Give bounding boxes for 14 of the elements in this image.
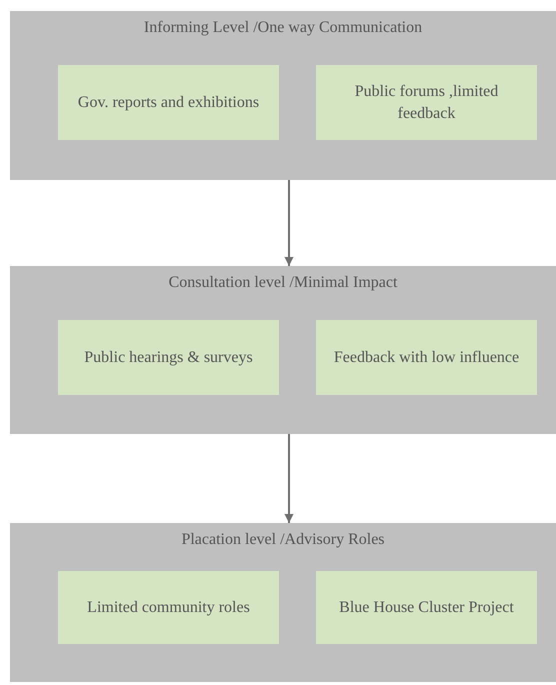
arrow <box>284 434 294 523</box>
level-panel <box>10 266 556 434</box>
arrow <box>284 180 294 266</box>
item-box: Gov. reports and exhibitions <box>58 65 279 140</box>
level-panel <box>10 523 556 682</box>
item-box: Blue House Cluster Project <box>316 571 537 644</box>
panel-title: Informing Level /One way Communication <box>142 19 424 37</box>
item-box: Public hearings & surveys <box>58 320 279 395</box>
item-box: Limited community roles <box>58 571 279 644</box>
item-box: Feedback with low influence <box>316 320 537 395</box>
panel-title: Placation level /Advisory Roles <box>180 531 386 549</box>
panel-title: Consultation level /Minimal Impact <box>168 274 398 292</box>
level-panel <box>10 11 556 180</box>
item-box: Public forums ,limited feedback <box>316 65 537 140</box>
